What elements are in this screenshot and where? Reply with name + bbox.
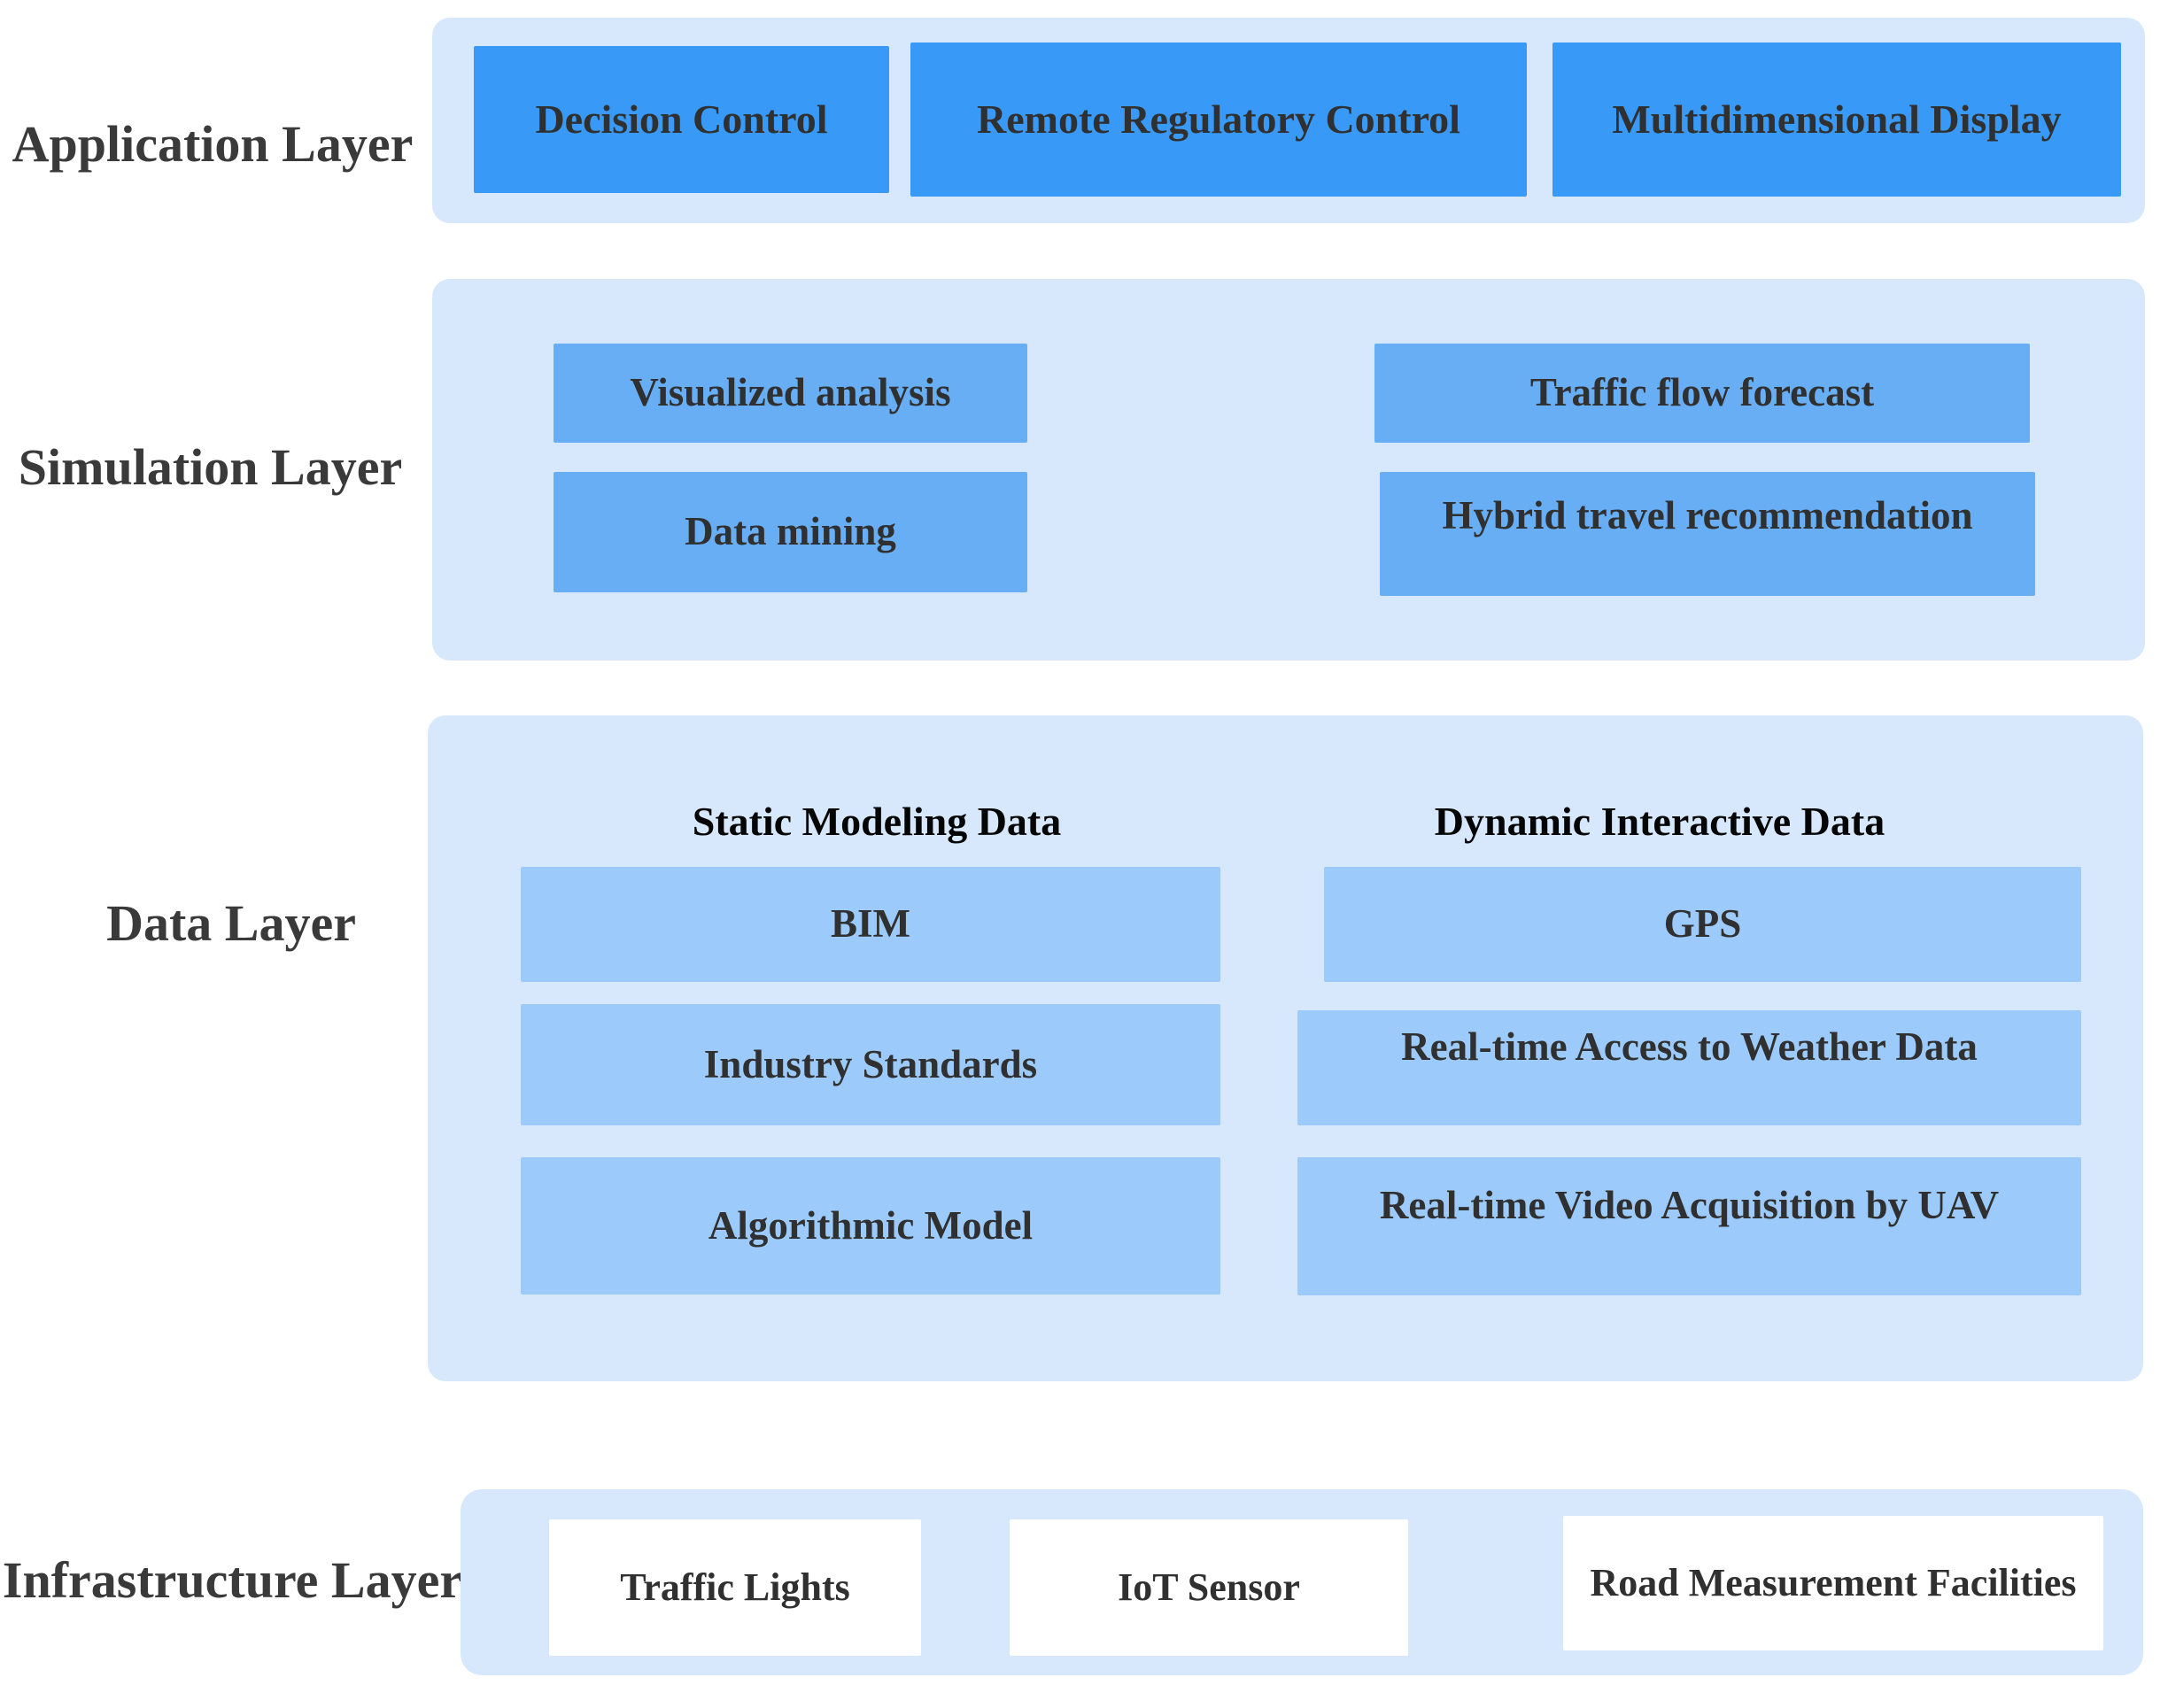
infrastructure-layer-panel: Traffic Lights IoT Sensor Road Measureme… (461, 1489, 2143, 1675)
group-heading-dynamic-interactive-data: Dynamic Interactive Data (1434, 799, 1885, 844)
group-heading-static-modeling-data: Static Modeling Data (692, 799, 1062, 844)
node-visualized-analysis: Visualized analysis (554, 344, 1027, 443)
simulation-layer-panel: Visualized analysis Data mining Traffic … (432, 279, 2145, 661)
node-bim: BIM (521, 867, 1220, 982)
node-traffic-flow-forecast: Traffic flow forecast (1374, 344, 2030, 443)
node-algorithmic-model: Algorithmic Model (521, 1157, 1220, 1295)
node-iot-sensor: IoT Sensor (1010, 1519, 1408, 1656)
node-gps: GPS (1324, 867, 2081, 982)
layer-label-data: Data Layer (106, 894, 356, 952)
node-realtime-weather-data: Real-time Access to Weather Data (1297, 1010, 2081, 1125)
node-hybrid-travel-recommendation: Hybrid travel recommendation (1380, 472, 2035, 596)
node-multidimensional-display: Multidimensional Display (1552, 43, 2121, 197)
node-road-measurement-facilities: Road Measurement Facilities (1563, 1516, 2103, 1650)
node-realtime-uav-video: Real-time Video Acquisition by UAV (1297, 1157, 2081, 1295)
data-layer-panel: Static Modeling Data Dynamic Interactive… (428, 715, 2143, 1381)
layer-label-infrastructure: Infrastructure Layer (2, 1551, 463, 1609)
node-data-mining: Data mining (554, 472, 1027, 592)
layer-label-simulation: Simulation Layer (18, 438, 403, 496)
node-industry-standards: Industry Standards (521, 1004, 1220, 1125)
layer-label-application: Application Layer (12, 115, 414, 173)
node-remote-regulatory-control: Remote Regulatory Control (910, 43, 1527, 197)
node-decision-control: Decision Control (474, 46, 889, 193)
application-layer-panel: Decision Control Remote Regulatory Contr… (432, 18, 2145, 223)
node-traffic-lights: Traffic Lights (549, 1519, 921, 1656)
